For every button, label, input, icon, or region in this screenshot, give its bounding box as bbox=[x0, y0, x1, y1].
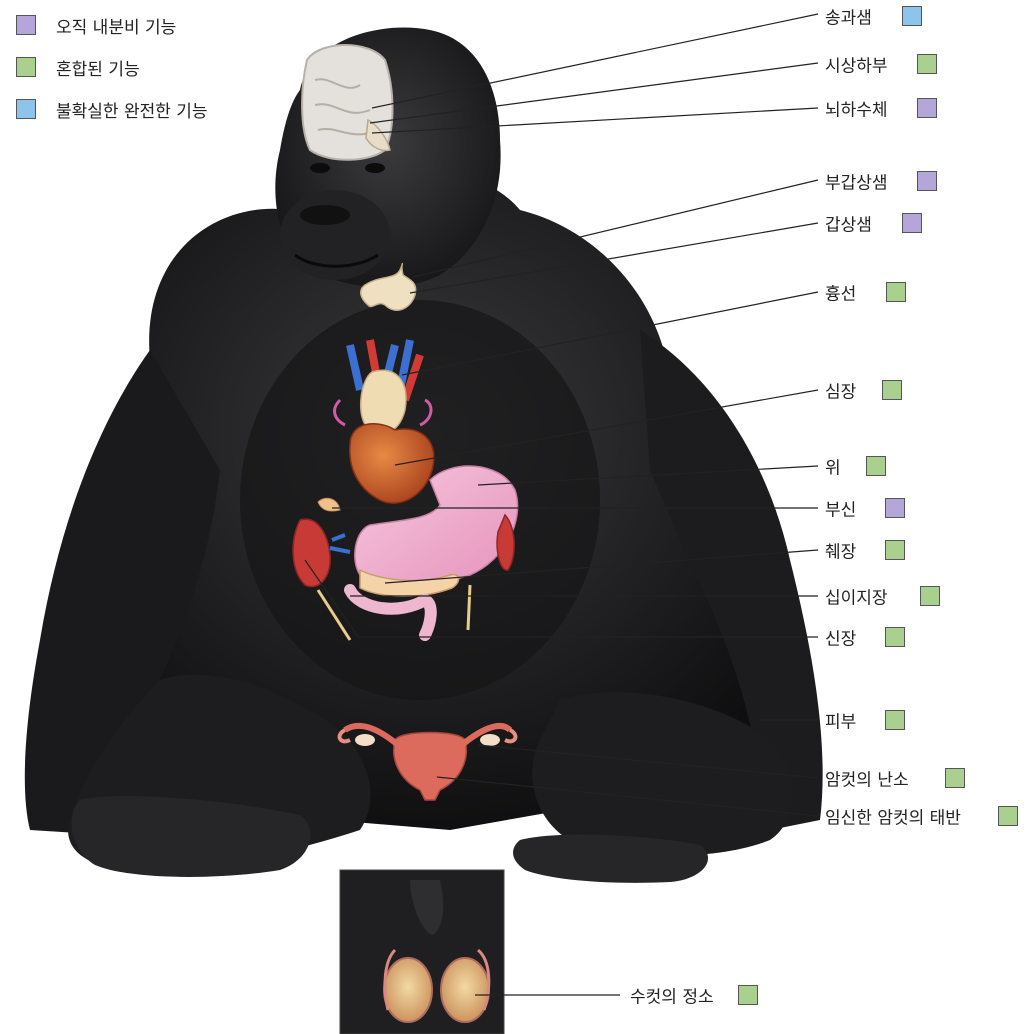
label-parathyroid: 부갑상샘 bbox=[825, 169, 888, 194]
label-stomach: 위 bbox=[825, 454, 841, 479]
legend-item-mixed: 혼합된 기능 bbox=[16, 46, 208, 88]
brain-illustration bbox=[302, 45, 392, 160]
label-swatch bbox=[882, 380, 902, 400]
legend-label: 오직 내분비 기능 bbox=[56, 13, 176, 38]
legend-item-endocrine-only: 오직 내분비 기능 bbox=[16, 4, 208, 46]
label-pineal: 송과샘 bbox=[825, 4, 872, 29]
label-swatch bbox=[866, 456, 886, 476]
label-swatch bbox=[902, 6, 922, 26]
legend-swatch bbox=[16, 99, 36, 119]
label-swatch bbox=[917, 171, 937, 191]
label-swatch bbox=[917, 54, 937, 74]
legend-label: 혼합된 기능 bbox=[56, 55, 140, 80]
label-adrenal: 부신 bbox=[825, 496, 856, 521]
label-swatch bbox=[886, 282, 906, 302]
label-thymus: 흉선 bbox=[825, 280, 856, 305]
label-swatch bbox=[902, 213, 922, 233]
label-swatch bbox=[920, 586, 940, 606]
label-skin: 피부 bbox=[825, 708, 856, 733]
label-swatch bbox=[917, 98, 937, 118]
label-duodenum: 십이지장 bbox=[825, 584, 888, 609]
label-kidney: 신장 bbox=[825, 625, 856, 650]
legend-swatch bbox=[16, 57, 36, 77]
label-pituitary: 뇌하수체 bbox=[825, 96, 888, 121]
label-pancreas: 췌장 bbox=[825, 538, 856, 563]
legend-item-uncertain: 불확실한 완전한 기능 bbox=[16, 88, 208, 130]
label-swatch bbox=[885, 498, 905, 518]
legend: 오직 내분비 기능 혼합된 기능 불확실한 완전한 기능 bbox=[16, 4, 208, 130]
label-swatch bbox=[885, 710, 905, 730]
label-swatch bbox=[945, 768, 965, 788]
label-swatch bbox=[885, 540, 905, 560]
label-swatch bbox=[998, 806, 1018, 826]
male-inset-illustration bbox=[340, 870, 504, 1034]
label-swatch bbox=[885, 627, 905, 647]
label-thyroid: 갑상샘 bbox=[825, 211, 872, 236]
label-swatch bbox=[738, 985, 758, 1005]
label-heart: 심장 bbox=[825, 378, 856, 403]
label-hypothalamus: 시상하부 bbox=[825, 52, 888, 77]
label-male-testis: 수컷의 정소 bbox=[630, 983, 714, 1008]
legend-swatch bbox=[16, 15, 36, 35]
label-placenta: 임신한 암컷의 태반 bbox=[825, 804, 961, 829]
legend-label: 불확실한 완전한 기능 bbox=[56, 97, 208, 122]
label-female-ovary: 암컷의 난소 bbox=[825, 766, 909, 791]
